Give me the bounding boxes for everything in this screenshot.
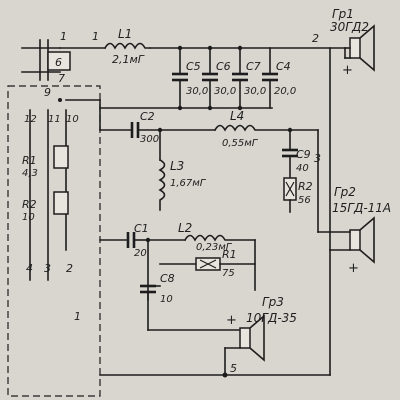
L4-ref: L4 [230, 109, 244, 123]
node-label-7: 7 [58, 72, 65, 85]
sw-R1-value: 4,3 [22, 168, 38, 179]
node-label-2: 2 [312, 32, 319, 45]
gr1-model: 30ГД2 [330, 20, 369, 34]
node-label-1a: 1 [60, 30, 67, 43]
gr1-polarity: + [342, 63, 353, 78]
gr2-ref: Гр2 [334, 185, 356, 199]
speaker-gr3 [147, 314, 265, 376]
node-label-1b: 1 [92, 30, 99, 43]
R2-ref: R2 [298, 180, 313, 193]
node-label-2-sw: 2 [66, 262, 73, 275]
L2-value: 0,23мГ [196, 242, 233, 253]
inductor-L3 [158, 158, 166, 211]
gr1-ref: Гр1 [332, 7, 354, 21]
speaker-gr2 [317, 216, 375, 264]
switch-enclosure [7, 85, 101, 397]
inductor-L1 [103, 42, 151, 50]
node-label-5: 5 [230, 362, 237, 375]
node-label-12: 12 [24, 114, 37, 125]
inductor-L4 [213, 124, 291, 132]
L1-ref: L1 [118, 27, 132, 41]
node-label-3-sw: 3 [44, 262, 51, 275]
C6-value: 30,0 [214, 86, 236, 97]
gr3-ref: Гр3 [262, 295, 284, 309]
switch-resistor-R1 [53, 145, 69, 169]
node-label-4: 4 [26, 262, 33, 275]
resistor-R2-mark [285, 181, 295, 197]
ground-node-5 [222, 372, 228, 378]
C8-ref: C8 [160, 272, 175, 285]
speaker-gr1 [329, 24, 375, 251]
sw-R1-ref: R1 [22, 154, 37, 167]
C8-value: 10 [160, 294, 173, 305]
L3-value: 1,67мГ [170, 178, 207, 189]
gr3-polarity: + [226, 313, 237, 328]
C5-ref: C5 [186, 60, 201, 73]
sw-R2-ref: R2 [22, 198, 37, 211]
C5-value: 30,0 [186, 86, 208, 97]
C2-ref: C2 [140, 110, 155, 123]
C1-ref: C1 [134, 222, 149, 235]
C2-value: 300 [140, 134, 159, 145]
resistor-R1-mark [199, 259, 217, 269]
C1-value: 20 [134, 248, 147, 259]
C4-value: 20,0 [274, 86, 296, 97]
switch-contacts [29, 98, 101, 281]
input-terminal-block [21, 39, 71, 81]
switch-resistor-R2 [53, 191, 69, 215]
gr2-polarity: + [348, 261, 359, 276]
sw-R2-value: 10 [22, 212, 35, 223]
node-label-11: 11 [48, 114, 61, 125]
node-label-10: 10 [66, 114, 79, 125]
C7-value: 30,0 [244, 86, 266, 97]
L1-value: 2,1мГ [112, 53, 145, 66]
C9-ref: C9 [296, 148, 311, 161]
L4-value: 0,55мГ [222, 138, 259, 149]
node-label-9: 9 [44, 86, 51, 99]
node-label-6: 6 [55, 56, 62, 69]
inductor-L2 [183, 234, 256, 242]
C9-value: 40 [296, 163, 309, 174]
C6-ref: C6 [216, 60, 231, 73]
L3-ref: L3 [170, 159, 184, 173]
R1-value: 75 [222, 268, 235, 279]
R2-value: 56 [298, 195, 311, 206]
capacitor-bank [99, 45, 278, 111]
C4-ref: C4 [276, 60, 291, 73]
C7-ref: C7 [246, 60, 261, 73]
L2-ref: L2 [178, 221, 192, 235]
gr2-model: 15ГД-11А [332, 201, 391, 215]
gr3-model: 10ГД-35 [246, 311, 297, 325]
R1-ref: R1 [222, 248, 237, 261]
node-label-1-sw: 1 [74, 310, 81, 323]
node-label-3: 3 [314, 152, 321, 165]
